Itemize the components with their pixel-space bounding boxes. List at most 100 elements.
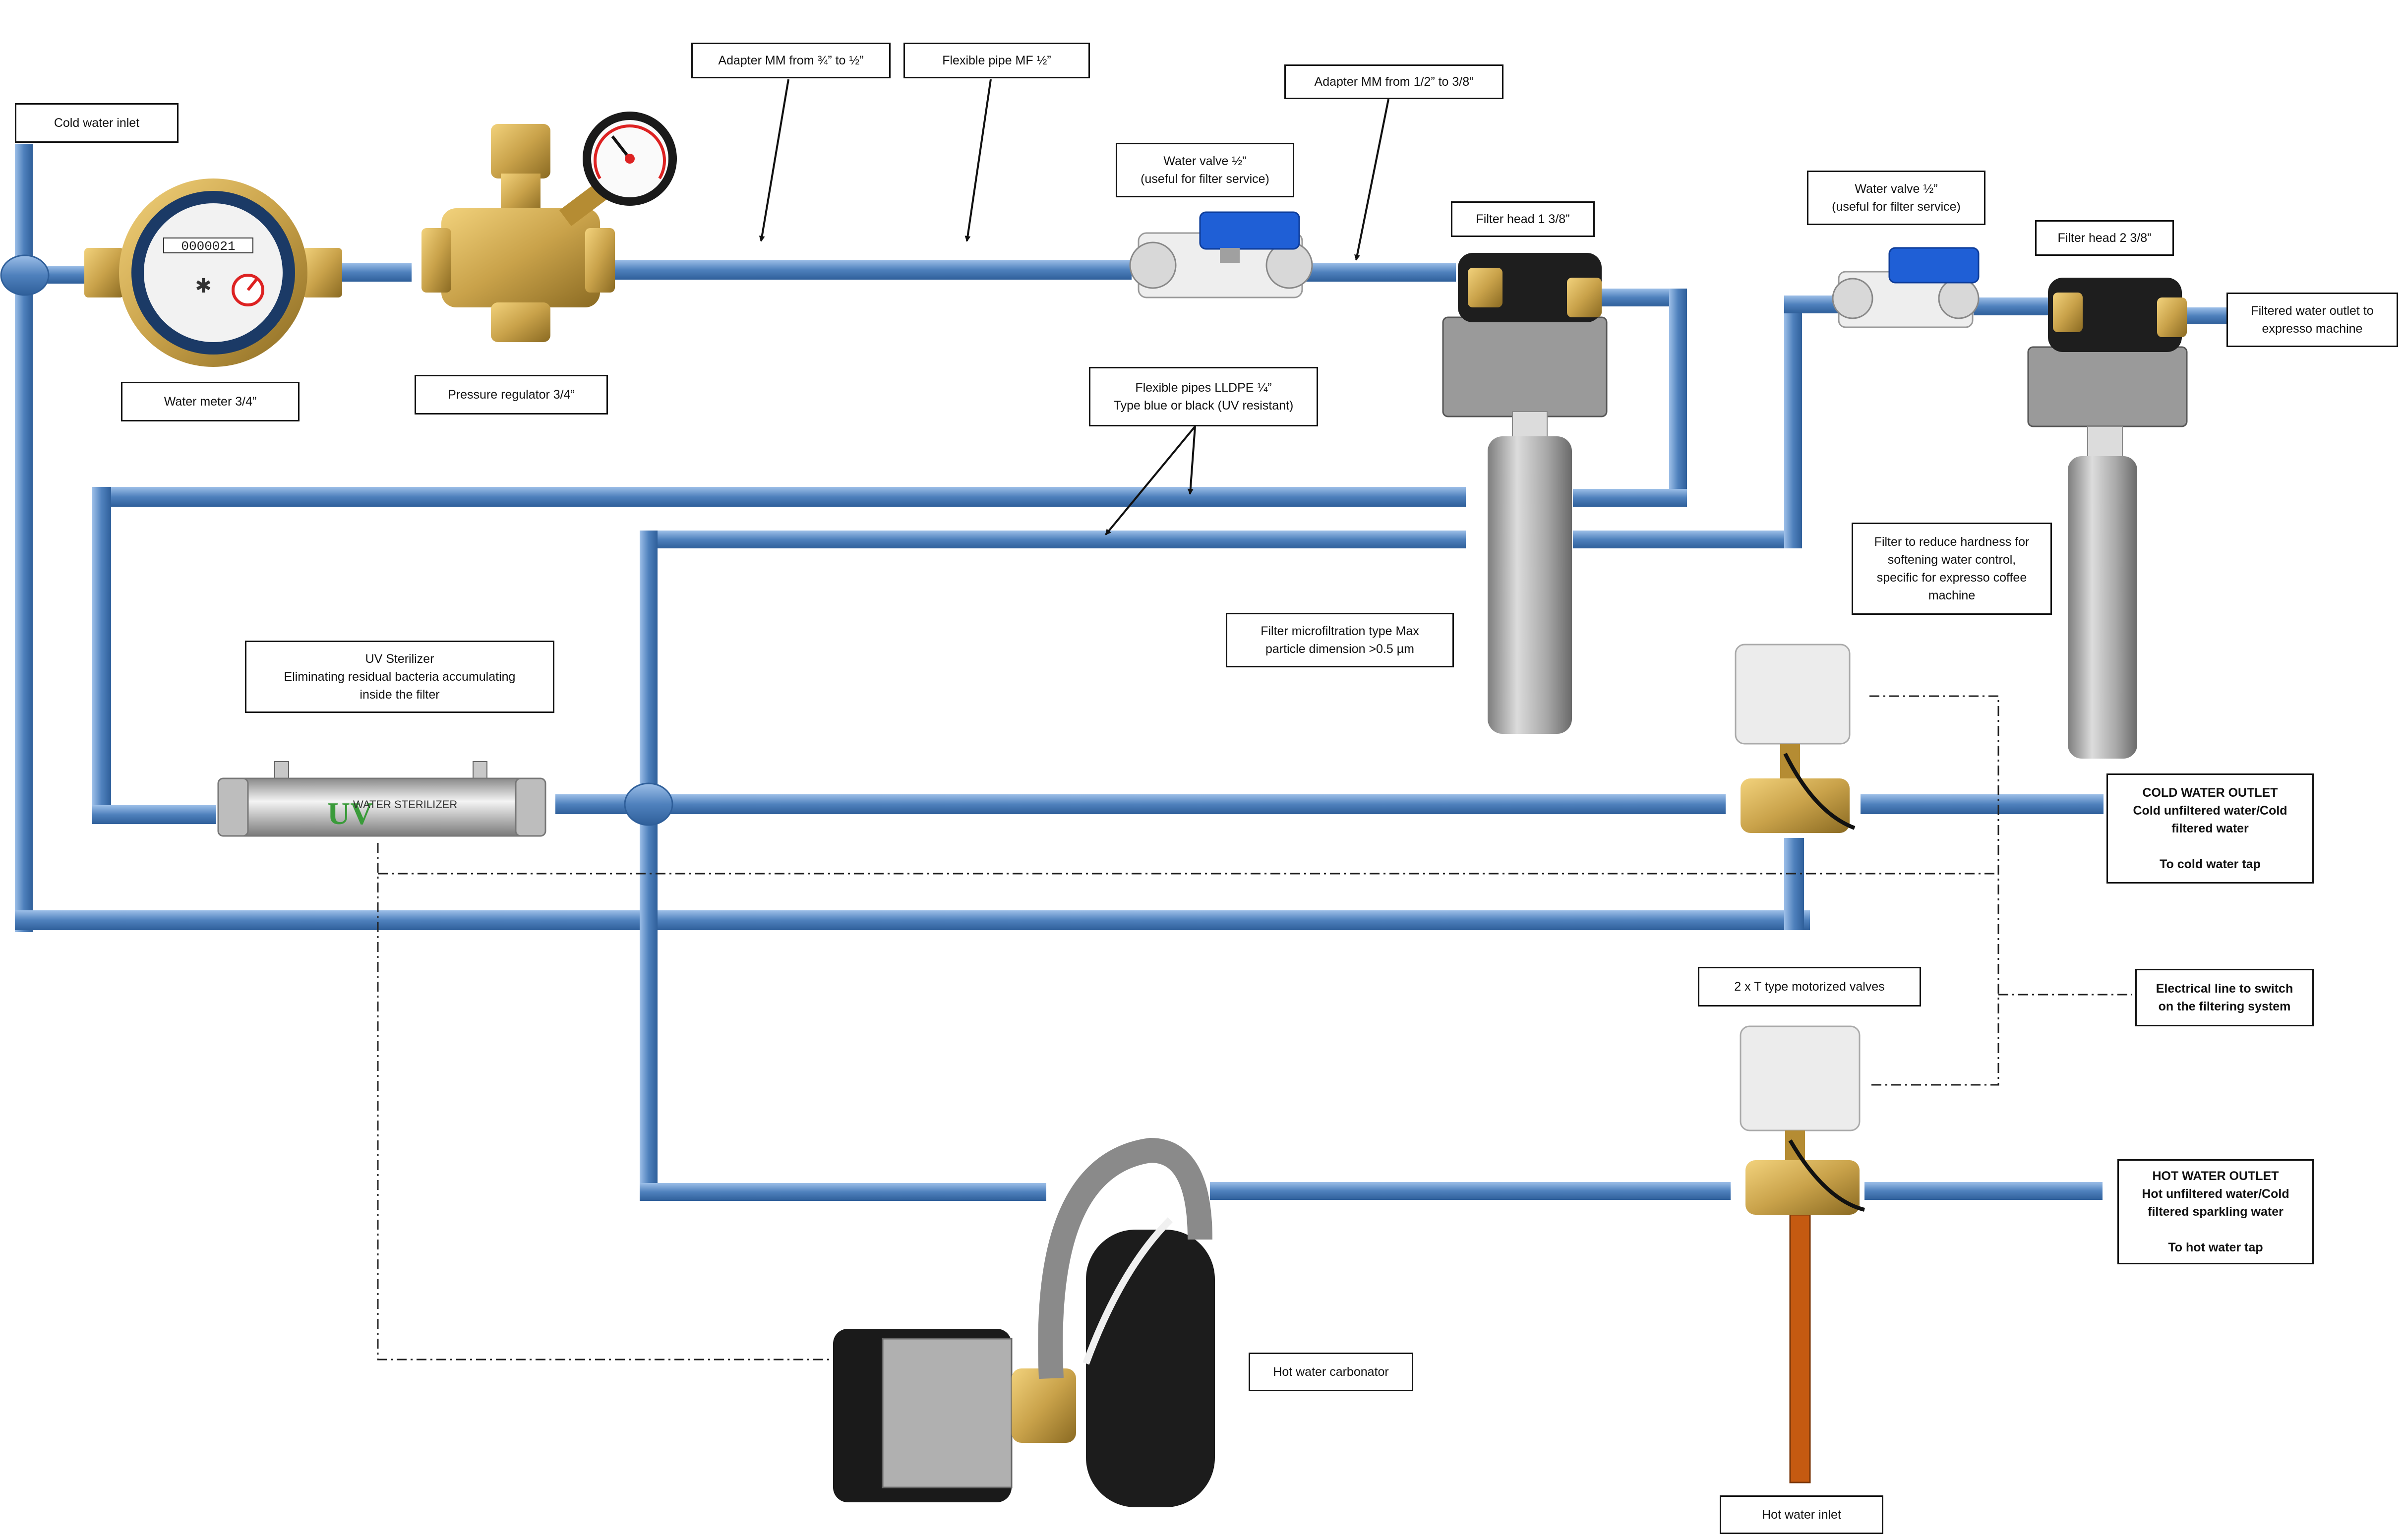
valve2-thread-right xyxy=(1938,278,1980,319)
meter-connector-left xyxy=(84,248,124,297)
filter2-neck xyxy=(2087,426,2123,462)
label-t-type-valves: 2 x T type motorized valves xyxy=(1698,967,1921,1007)
pipe-hot-outlet xyxy=(1864,1182,2103,1200)
spacer xyxy=(2114,837,2306,855)
label-water-valve-1: Water valve ½” (useful for filter servic… xyxy=(1116,143,1294,197)
filter2-bracket xyxy=(2027,346,2188,427)
label-hot-water-inlet: Hot water inlet xyxy=(1720,1495,1883,1534)
pressure-regulator xyxy=(421,112,677,342)
pipe-to-carbonator xyxy=(640,1183,1046,1201)
water-valve-2 xyxy=(1832,247,1980,328)
meter-reading-text: 0000021 xyxy=(181,239,235,254)
carbonator-hose-1 xyxy=(1038,1137,1212,1379)
meter-dial xyxy=(144,203,283,342)
regulator-body xyxy=(441,208,600,307)
carbonator-tank xyxy=(1086,1230,1215,1507)
carbonator-motor-fins xyxy=(882,1338,1013,1488)
label-filter-head-1: Filter head 1 3/8” xyxy=(1451,201,1595,237)
label-hardness-filter: Filter to reduce hardness for softening … xyxy=(1852,523,2052,615)
water-meter: 0000021 ✱ xyxy=(84,178,342,367)
label-cold-water-inlet: Cold water inlet xyxy=(15,103,179,143)
regulator-bottom xyxy=(491,302,550,342)
arrow-adapter-12-38 xyxy=(1354,99,1389,261)
pipe-lldpe-upper xyxy=(92,487,1466,507)
regulator-top-cap xyxy=(491,124,550,178)
filter2-cartridge xyxy=(2068,456,2137,759)
pipe-regulator-to-valve xyxy=(606,260,1132,280)
label-pressure-regulator: Pressure regulator 3/4” xyxy=(415,375,608,415)
pipe-cold-outlet xyxy=(1861,794,2104,814)
pipe-uv-to-cold-valve xyxy=(555,794,1726,814)
electrical-lines xyxy=(377,695,2132,1361)
pipe-filter1-down xyxy=(1669,289,1687,507)
filter1-port-right xyxy=(1567,278,1602,317)
label-hot-water-carbonator: Hot water carbonator xyxy=(1249,1353,1413,1391)
valve2-handle xyxy=(1888,247,1980,284)
label-cold-water-outlet: COLD WATER OUTLET Cold unfiltered water/… xyxy=(2106,773,2314,884)
uv-sterilizer: UV WATER STERILIZER xyxy=(217,761,546,837)
pipe-meter-to-regulator xyxy=(342,263,412,282)
label-adapter-34-12: Adapter MM from ¾” to ½” xyxy=(691,43,891,78)
junction-center xyxy=(624,782,673,826)
carbonator-hose-2 xyxy=(1082,1217,1173,1365)
hot-water-carbonator xyxy=(833,1137,1215,1507)
pressure-gauge-hub xyxy=(625,154,635,164)
junction-left xyxy=(0,254,50,296)
pipe-filter1-out xyxy=(1602,289,1681,306)
motor-hot-actuator xyxy=(1740,1025,1861,1131)
water-valve-1 xyxy=(1129,211,1313,298)
carbonator-pump xyxy=(1012,1368,1076,1443)
pipe-hot-water-inlet xyxy=(1789,1214,1811,1483)
label-filtered-outlet: Filtered water outlet to expresso machin… xyxy=(2226,293,2398,347)
motorized-valve-cold xyxy=(1735,644,1856,833)
pipe-bottom-return xyxy=(15,910,1810,930)
label-hot-water-outlet: HOT WATER OUTLET Hot unfiltered water/Co… xyxy=(2117,1159,2314,1264)
valve1-thread-left xyxy=(1129,241,1177,289)
pipe-filter1-return xyxy=(1573,489,1687,507)
motorized-valve-hot xyxy=(1740,1025,1865,1215)
label-flex-pipe-mf: Flexible pipe MF ½” xyxy=(903,43,1090,78)
motor-cold-cable xyxy=(1783,753,1856,830)
label-filter-head-2: Filter head 2 3/8” xyxy=(2035,220,2174,256)
arrow-flex-pipe-mf xyxy=(964,79,992,242)
pipe-filtered-outlet xyxy=(2182,307,2226,324)
regulator-inlet xyxy=(421,228,451,293)
valve1-handle xyxy=(1199,211,1300,250)
pipe-to-valve2 xyxy=(1784,296,1839,313)
filter1-bracket xyxy=(1442,316,1608,417)
filter-2 xyxy=(2027,278,2188,759)
pipe-to-valve2-riser xyxy=(1784,296,1802,548)
pipe-lldpe-second xyxy=(640,531,1466,548)
pipe-network xyxy=(0,144,2226,1483)
regulator-outlet xyxy=(585,228,615,293)
filter-1 xyxy=(1442,253,1608,734)
label-microfiltration: Filter microfiltration type Max particle… xyxy=(1226,613,1454,667)
filter1-port-left xyxy=(1468,268,1502,307)
arrow-adapter-34-12 xyxy=(759,79,789,242)
meter-needle xyxy=(246,277,259,291)
electrical-line-uv-down xyxy=(377,843,833,1361)
filter2-port-right xyxy=(2157,297,2187,337)
regulator-neck xyxy=(501,174,541,213)
uv-cap-right xyxy=(515,777,546,837)
filter1-cartridge xyxy=(1488,436,1572,734)
pipe-return-riser xyxy=(1784,838,1804,930)
valve1-stem xyxy=(1220,248,1240,263)
motor-hot-body xyxy=(1745,1160,1860,1215)
arrow-lldpe-1 xyxy=(1187,426,1196,495)
meter-connector-right xyxy=(302,248,342,297)
pipe-second-right xyxy=(1573,531,1801,548)
meter-counter xyxy=(163,237,253,253)
motor-hot-cable xyxy=(1788,1139,1865,1212)
callout-arrows xyxy=(759,79,1389,535)
uv-cap-left xyxy=(217,777,249,837)
pipe-lldpe-left-down xyxy=(92,487,111,824)
label-water-valve-2: Water valve ½” (useful for filter servic… xyxy=(1807,171,1985,225)
pipe-to-uv xyxy=(92,805,216,824)
motor-cold-actuator xyxy=(1735,644,1851,745)
meter-star-icon: ✱ xyxy=(195,275,212,297)
pressure-gauge-arc xyxy=(594,124,666,179)
pipe-central-vertical xyxy=(640,531,658,1201)
label-adapter-12-38: Adapter MM from 1/2” to 3/8” xyxy=(1284,64,1503,99)
